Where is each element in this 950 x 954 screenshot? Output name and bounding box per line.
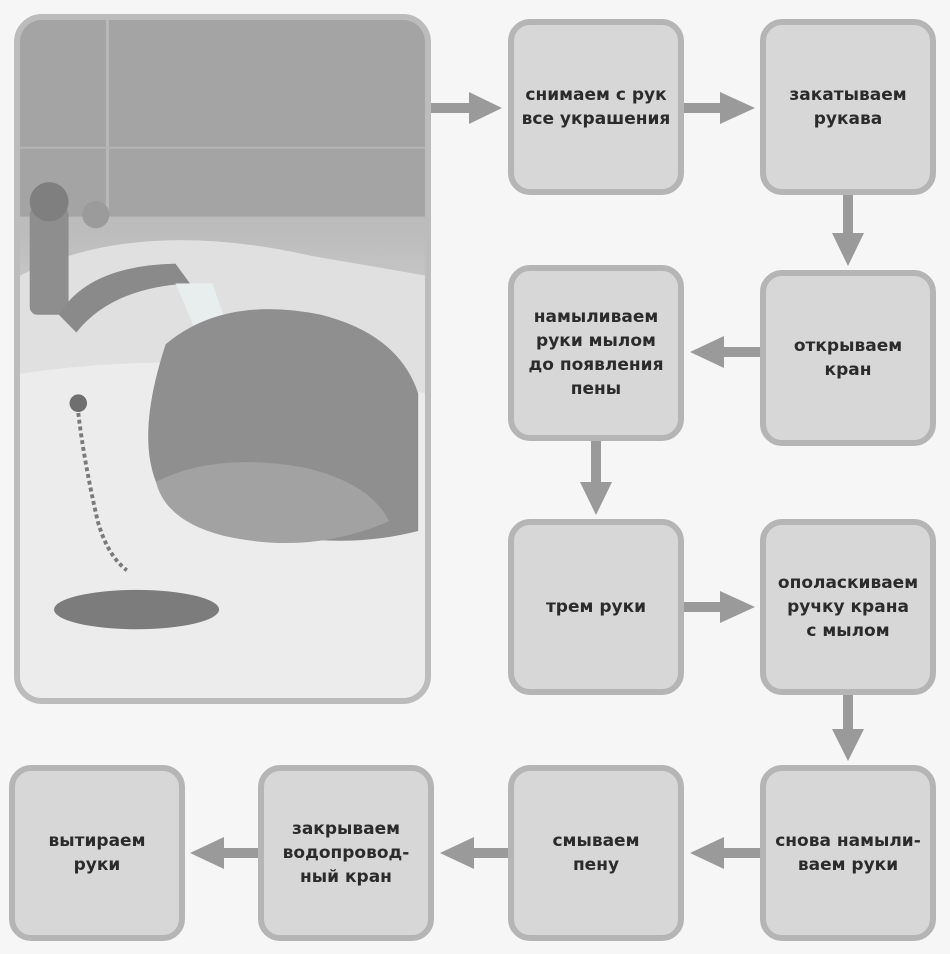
step-roll-up-sleeves: закатываем рукава: [760, 19, 936, 195]
step-label: трем руки: [545, 596, 647, 617]
step-label: открываем кран: [793, 335, 903, 380]
step-label: снова намыли- ваем руки: [775, 830, 921, 875]
arrow-photo-to-step-1: [431, 92, 502, 124]
arrow-step-2-to-step-3: [832, 195, 864, 266]
step-rub-hands: трем руки: [508, 519, 684, 695]
arrow-step-5-to-step-6: [684, 591, 755, 623]
arrow-step-3-to-step-4: [690, 336, 760, 368]
step-remove-jewelry: снимаем с рук все украшения: [508, 19, 684, 195]
step-label: закатываем рукава: [789, 84, 907, 129]
arrow-step-8-to-step-9: [440, 837, 508, 869]
arrow-step-6-to-step-7: [832, 695, 864, 761]
step-label: намыливаем руки мылом до появления пены: [528, 306, 664, 400]
washing-hands-photo: [14, 14, 431, 704]
step-dry-hands: вытираем руки: [9, 765, 185, 941]
arrow-step-4-to-step-5: [580, 441, 612, 515]
step-lather-hands: намыливаем руки мылом до появления пены: [508, 265, 684, 441]
arrow-step-1-to-step-2: [684, 92, 755, 124]
arrow-step-9-to-step-10: [190, 837, 258, 869]
step-label: вытираем руки: [48, 830, 146, 875]
arrow-step-7-to-step-8: [690, 837, 760, 869]
step-open-tap: открываем кран: [760, 270, 936, 446]
step-label: смываем пену: [552, 830, 640, 875]
step-rinse-foam: смываем пену: [508, 765, 684, 941]
step-lather-again: снова намыли- ваем руки: [760, 765, 936, 941]
step-label: снимаем с рук все украшения: [521, 84, 671, 129]
step-rinse-tap-handle: ополаскиваем ручку крана с мылом: [760, 519, 936, 695]
step-close-tap: закрываем водопровод- ный кран: [258, 765, 434, 941]
step-label: закрываем водопровод- ный кран: [282, 818, 410, 888]
washing-hands-illustration: [20, 20, 425, 698]
step-label: ополаскиваем ручку крана с мылом: [777, 572, 919, 642]
